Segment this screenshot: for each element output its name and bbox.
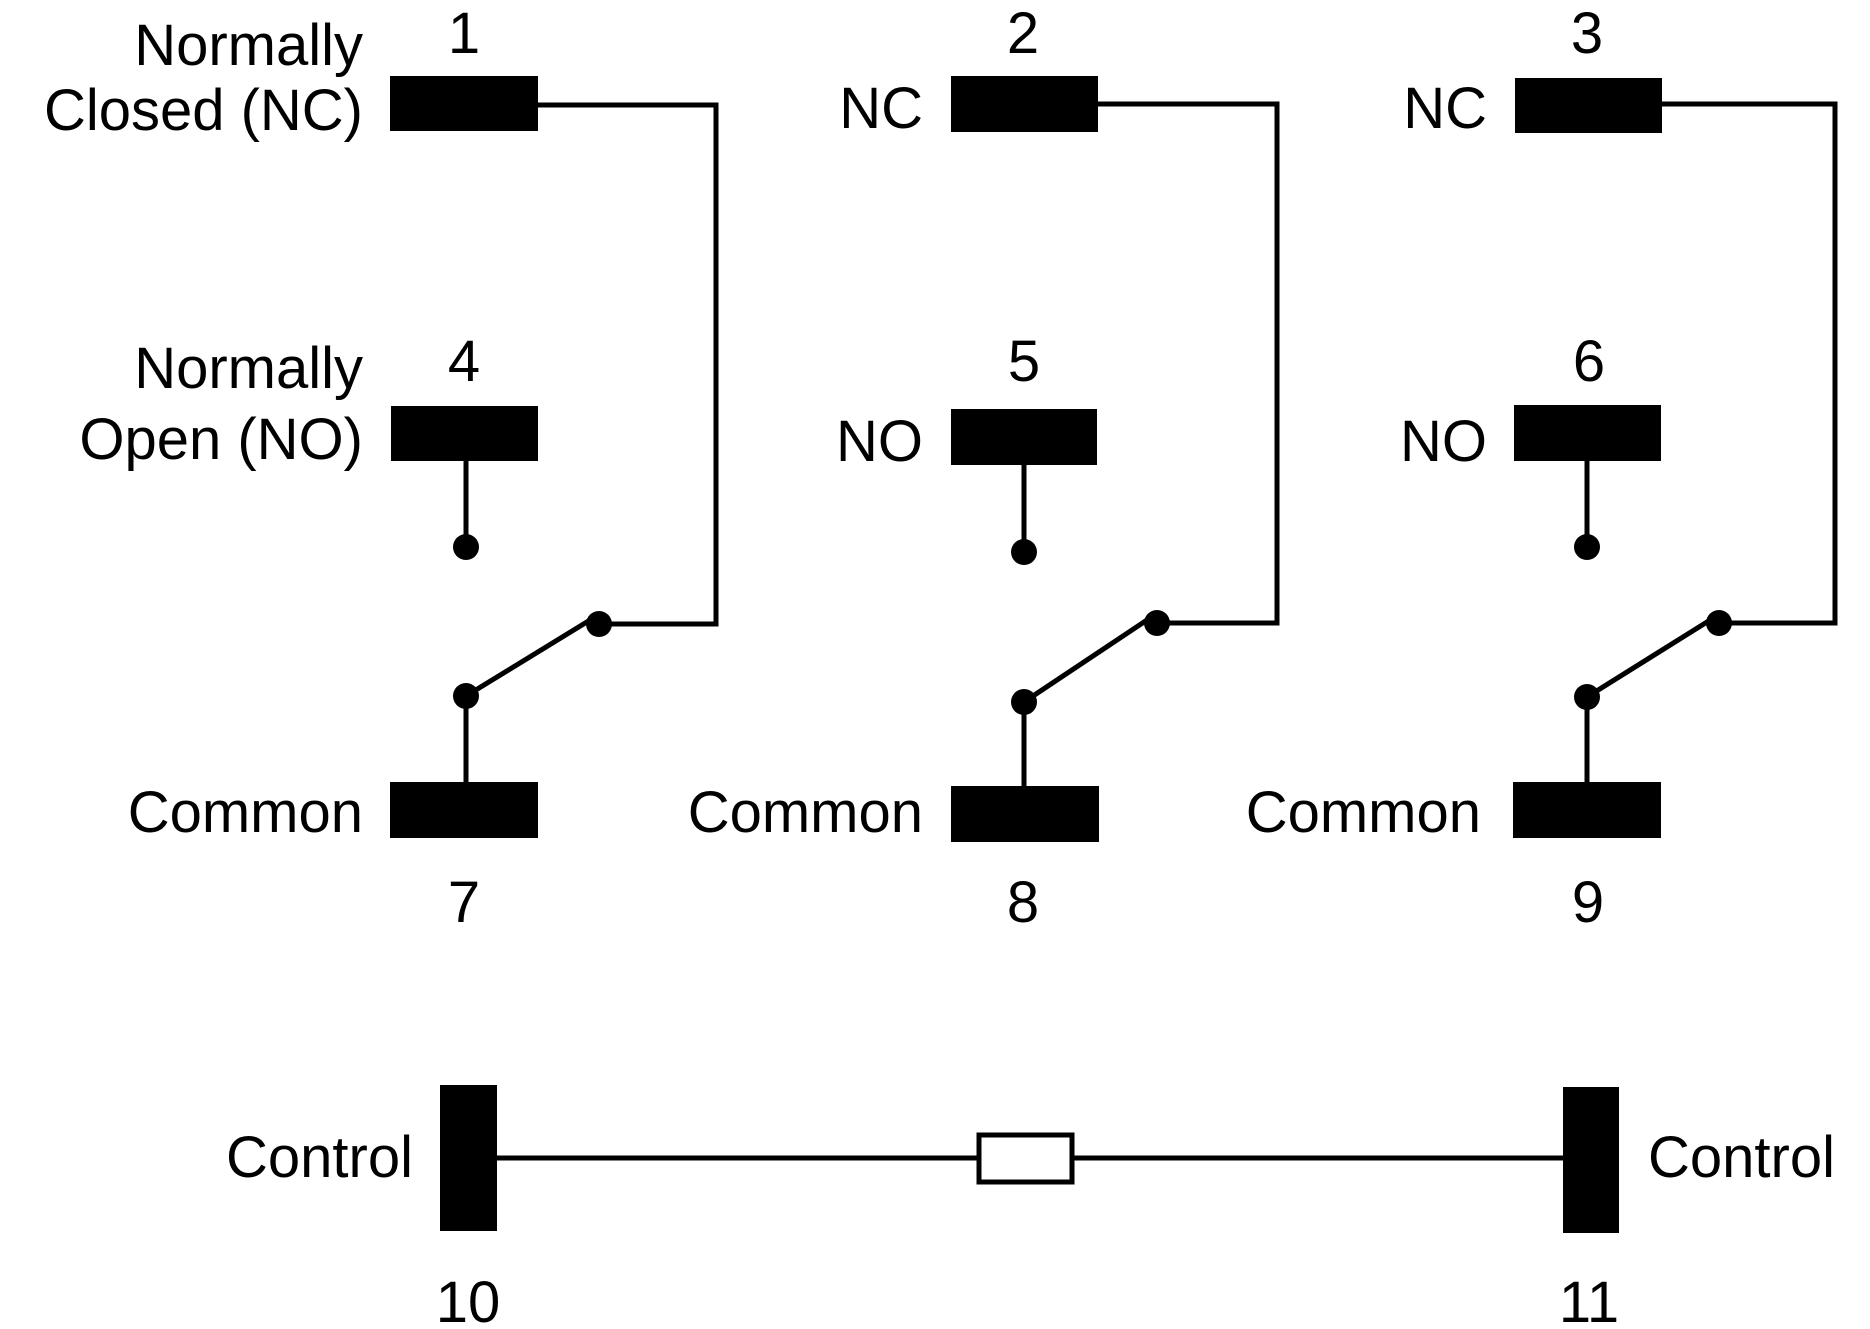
pin-number-4: 4 <box>448 329 480 394</box>
common-label-1: Common <box>128 780 363 845</box>
no-label-line2: Open (NO) <box>79 407 363 472</box>
no-contact-point-3 <box>1574 534 1600 560</box>
pin-number-2: 2 <box>1007 1 1039 66</box>
coil-symbol <box>976 1132 1075 1185</box>
no-label-3: NO <box>1400 409 1487 474</box>
pin-number-8: 8 <box>1007 870 1039 935</box>
nc-contact-point-2 <box>1144 610 1170 636</box>
no-contact-point-1 <box>453 534 479 560</box>
nc-contact-point-1 <box>586 611 612 637</box>
no-label-line1: Normally <box>134 336 363 401</box>
switch-arm-1 <box>464 614 597 699</box>
nc-label-2: NC <box>839 76 923 141</box>
no-contact-point-2 <box>1011 539 1037 565</box>
pin-number-6: 6 <box>1573 329 1605 394</box>
no-terminal-5 <box>951 409 1097 465</box>
switch-arm-3 <box>1585 614 1717 700</box>
common-terminal-9 <box>1513 782 1661 838</box>
no-terminal-4 <box>391 406 538 461</box>
coil-circuit: Control 10 Control 11 <box>226 1085 1835 1329</box>
nc-wire-1 <box>538 102 719 627</box>
nc-terminal-3 <box>1515 78 1662 133</box>
control-terminal-11 <box>1563 1087 1619 1233</box>
switch-arm-2 <box>1022 613 1155 705</box>
common-label-2: Common <box>688 780 923 845</box>
pin-number-7: 7 <box>448 870 480 935</box>
control-label-left: Control <box>226 1125 413 1190</box>
pin-number-5: 5 <box>1008 329 1040 394</box>
nc-terminal-2 <box>951 76 1098 132</box>
pole-2: NC 2 NO 5 Common 8 <box>688 1 1280 935</box>
no-terminal-6 <box>1514 405 1661 461</box>
pin-number-10: 10 <box>436 1270 501 1329</box>
common-terminal-7 <box>390 782 538 838</box>
no-label-2: NO <box>836 409 923 474</box>
pin-number-1: 1 <box>448 1 480 66</box>
pole-1: Normally Closed (NC) 1 Normally Open (NO… <box>44 1 719 935</box>
nc-label-line2: Closed (NC) <box>44 78 363 143</box>
pin-number-9: 9 <box>1572 870 1604 935</box>
nc-wire-3 <box>1662 101 1838 626</box>
pole-3: NC 3 NO 6 Common 9 <box>1246 1 1838 935</box>
pin-number-11: 11 <box>1559 1270 1619 1329</box>
pin-number-3: 3 <box>1571 1 1603 66</box>
common-terminal-8 <box>951 786 1099 842</box>
control-terminal-10 <box>440 1085 497 1231</box>
common-label-3: Common <box>1246 780 1481 845</box>
control-label-right: Control <box>1648 1125 1835 1190</box>
nc-wire-2 <box>1098 101 1280 626</box>
nc-terminal-1 <box>390 76 538 131</box>
nc-label-3: NC <box>1403 76 1487 141</box>
nc-label-line1: Normally <box>134 13 363 78</box>
